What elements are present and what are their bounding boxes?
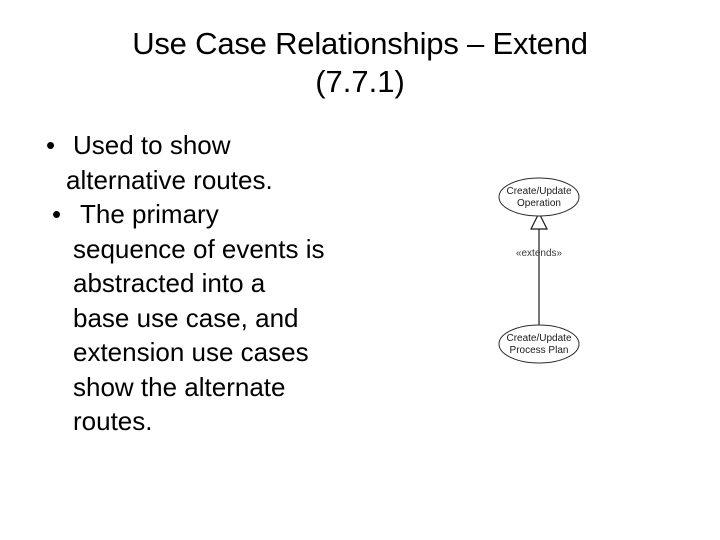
extends-stereotype-label: «extends» [516,248,563,259]
use-case-extension-label-line-1: Create/Update [506,186,571,197]
bullet-line: abstracted into a [73,268,266,298]
bullet-list: • Used to show alternative routes. • The… [40,128,420,439]
bullet-line: alternative routes. [66,164,273,195]
use-case-ellipse-base [498,324,580,364]
list-item: • The primary sequence of events is abst… [40,197,420,439]
use-case-base-label-line-1: Create/Update [506,333,571,344]
use-case-ellipse-extension [498,177,580,217]
bullet-marker-icon: • [46,130,56,160]
page-title-line-1: Use Case Relationships – Extend [132,26,588,61]
bullet-marker-icon: • [52,199,62,229]
list-item: • Used to show alternative routes. [40,128,420,197]
list-item-text: The primary sequence of events is abstra… [73,197,420,439]
list-item-text: Used to show alternative routes. [66,128,420,197]
bullet-line: sequence of events is [73,233,325,264]
bullet-line: The primary [80,199,219,229]
use-case-base-label-line-2: Process Plan [510,345,569,356]
bullet-line: base use case, and [73,302,299,333]
page-title: Use Case Relationships – Extend (7.7.1) [40,25,680,101]
hollow-triangle-arrowhead-icon [530,211,548,230]
uml-use-case-diagram: Create/Update Operation «extends» Create… [470,175,610,375]
bullet-line: show the alternate [73,371,286,402]
use-case-extension-label-line-2: Operation [517,198,561,209]
bullet-line: routes. [73,406,153,436]
bullet-line: Used to show [73,130,231,160]
bullet-line: extension use cases [73,337,309,367]
uml-diagram-svg: Create/Update Operation «extends» Create… [498,177,580,364]
page-title-line-2: (7.7.1) [315,64,405,99]
